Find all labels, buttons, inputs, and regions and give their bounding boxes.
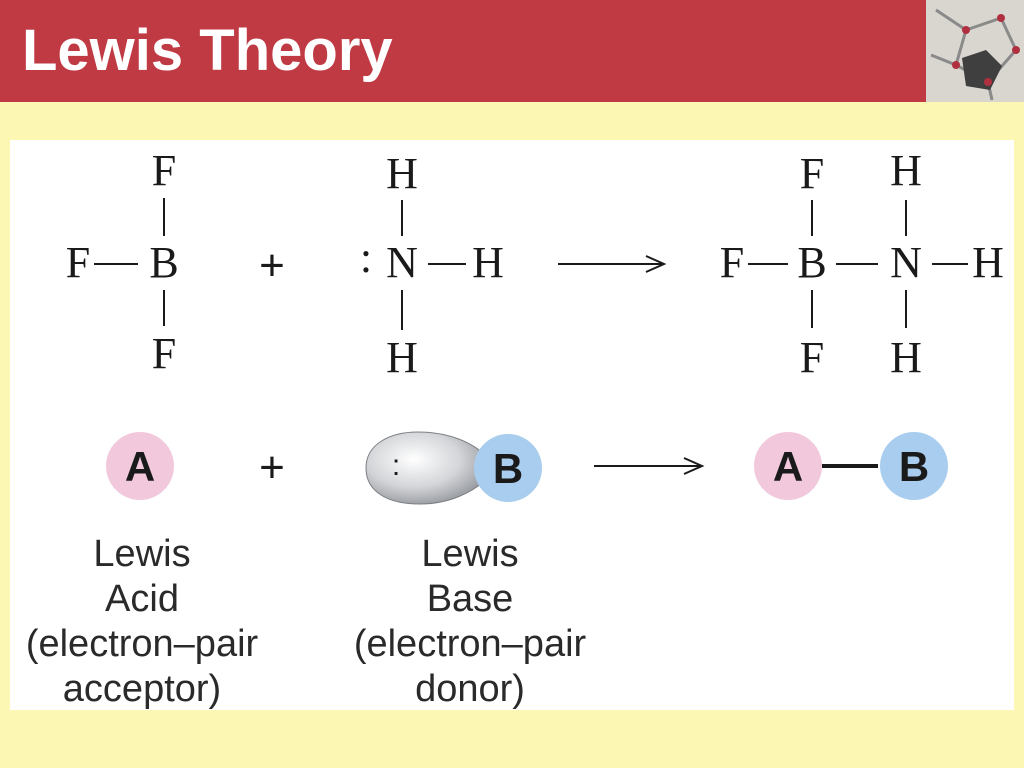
base-circle <box>474 434 542 502</box>
acid-caption-line-1: Lewis <box>93 533 191 575</box>
product-n: N <box>890 238 922 287</box>
bf3-center-b: B <box>149 238 178 287</box>
title-bar: Lewis Theory <box>0 0 926 102</box>
nh3-top-h: H <box>386 149 418 198</box>
nh3-right-h: H <box>472 238 504 287</box>
acid-caption-line-3: (electron–pair <box>25 623 259 665</box>
product-top-h: H <box>890 146 922 195</box>
acid-caption-line-2: Acid <box>105 578 179 620</box>
nh3-lone-pair: : <box>360 233 372 282</box>
lewis-acid-caption: Lewis Acid (electron–pair acceptor) <box>10 532 274 712</box>
reaction-arrow-head <box>645 255 667 273</box>
base-caption-line-1: Lewis <box>421 533 519 575</box>
nh3-bottom-h: H <box>386 333 418 382</box>
schematic-arrow-head <box>683 457 705 475</box>
lewis-diagram: F F B F + H : N H H F H F B N H F H <box>66 146 1004 505</box>
base-caption-line-3: (electron–pair <box>353 623 587 665</box>
product-top-f: F <box>800 149 824 198</box>
product-base-circle <box>880 432 948 500</box>
reaction-panel: F F B F + H : N H H F H F B N H F H <box>10 140 1014 710</box>
acid-letter: A <box>125 443 155 490</box>
product-b: B <box>797 238 826 287</box>
acid-caption-line-4: acceptor) <box>62 668 222 710</box>
lobe-lone-pair: : <box>392 449 400 482</box>
slide-title: Lewis Theory <box>22 18 393 83</box>
lone-pair-orbital-lobe <box>365 431 487 505</box>
bf3-top-f: F <box>152 146 176 195</box>
product-left-f: F <box>720 238 744 287</box>
product-acid-circle <box>754 432 822 500</box>
reaction-plus: + <box>259 241 285 290</box>
product-acid-letter: A <box>773 443 803 490</box>
bf3-bottom-f: F <box>152 329 176 378</box>
product-bottom-f: F <box>800 333 824 382</box>
lewis-base-caption: Lewis Base (electron–pair donor) <box>336 532 604 712</box>
product-base-letter: B <box>899 443 929 490</box>
base-letter: B <box>493 445 523 492</box>
product-right-h: H <box>972 238 1004 287</box>
schematic-plus: + <box>259 443 285 492</box>
acid-circle <box>106 432 174 500</box>
nh3-center-n: N <box>386 238 418 287</box>
product-bottom-h: H <box>890 333 922 382</box>
base-caption-line-4: donor) <box>415 668 525 710</box>
bf3-left-f: F <box>66 238 90 287</box>
base-caption-line-2: Base <box>426 578 514 620</box>
molecule-model-image <box>926 0 1024 102</box>
